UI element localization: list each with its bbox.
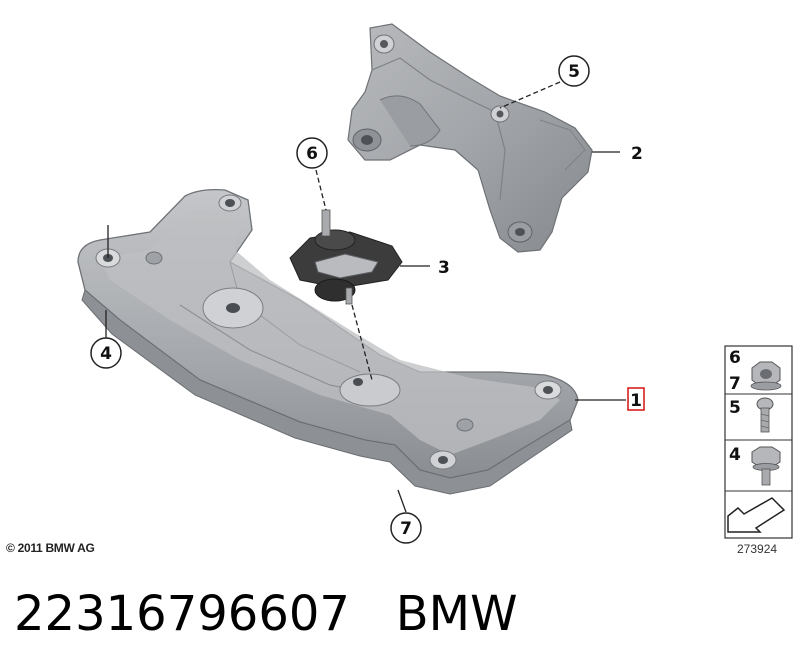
- legend-label-5: 5: [729, 398, 741, 418]
- callout-1: 1: [627, 387, 645, 411]
- transmission-mount: [289, 209, 403, 305]
- callout-2: 2: [631, 144, 643, 164]
- diagram-number: 273924: [737, 542, 778, 556]
- legend-label-7: 7: [729, 374, 741, 394]
- callout-5: 5: [558, 55, 590, 87]
- callout-4: 4: [90, 337, 122, 369]
- callout-1-highlight: [627, 387, 645, 411]
- callout-4-label: 4: [100, 344, 112, 364]
- callout-3-label: 3: [438, 258, 450, 278]
- callout-7: 7: [390, 512, 422, 544]
- screw-icon: [756, 397, 774, 433]
- arrow-icon: [727, 497, 786, 533]
- callout-3: 3: [438, 258, 450, 278]
- legend-label-6: 6: [729, 348, 741, 368]
- callout-6-label: 6: [306, 144, 318, 164]
- crossmember: [77, 188, 579, 495]
- callout-7-label: 7: [400, 519, 412, 539]
- copyright-notice: © 2011 BMW AG: [6, 541, 95, 555]
- bolt-icon: [751, 446, 781, 486]
- callout-6: 6: [296, 137, 328, 169]
- callout-1-label: 1: [630, 391, 642, 411]
- part-number: 22316796607: [14, 586, 350, 642]
- part-caption: 22316796607 BMW: [14, 586, 518, 642]
- nut-icon: [750, 361, 782, 391]
- brand-name: BMW: [395, 586, 518, 642]
- leader-lines: [105, 81, 626, 513]
- callout-5-label: 5: [568, 62, 580, 82]
- transmission-bracket: [347, 23, 593, 253]
- fastener-legend: 6 7 5 4: [724, 345, 793, 539]
- legend-label-4: 4: [729, 445, 741, 465]
- callout-2-label: 2: [631, 144, 643, 164]
